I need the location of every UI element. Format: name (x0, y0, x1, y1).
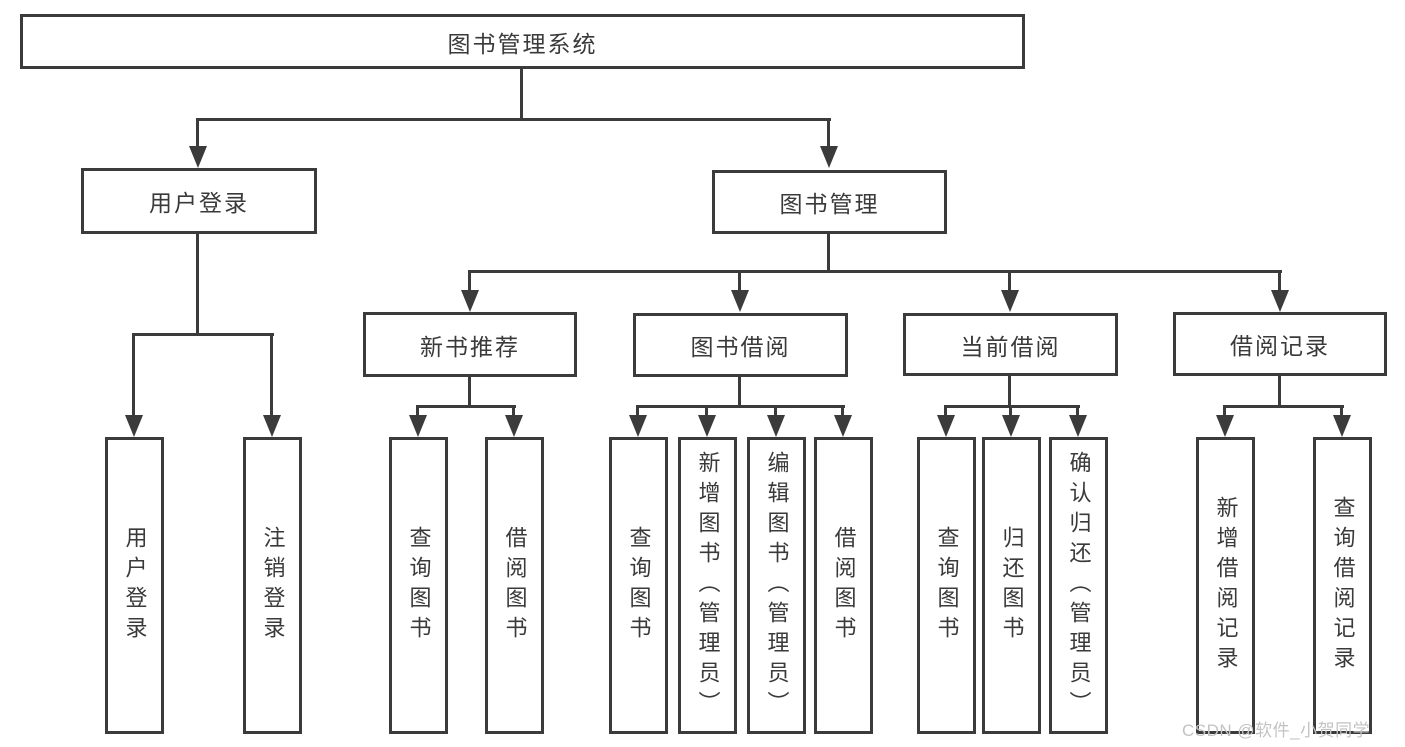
arrow-down-icon (461, 290, 479, 312)
leaf-label: 查询图书 (626, 525, 652, 646)
leaf-label: 新增图书（管理员） (695, 450, 721, 721)
leaf-bb-edit-book-admin: 编辑图书（管理员） (747, 437, 806, 734)
leaf-label: 查询借阅记录 (1330, 495, 1356, 676)
arrow-down-icon (1002, 415, 1020, 437)
leaf-br-query-record: 查询借阅记录 (1313, 437, 1372, 734)
leaf-label: 查询图书 (406, 525, 432, 646)
connector-drop-new-book-recommend (468, 270, 471, 294)
csdn-watermark: CSDN @软件_小贺同学 (1182, 721, 1371, 740)
arrow-down-icon (189, 146, 207, 168)
node-user-login: 用户登录 (81, 168, 317, 234)
connector-br-vertical (1278, 373, 1281, 408)
connector-drop-current-borrow (1008, 270, 1011, 294)
connector-book-management-vertical (827, 232, 830, 273)
leaf-cb-return-book: 归还图书 (982, 437, 1041, 734)
leaf-nbr-borrow-book: 借阅图书 (485, 437, 544, 734)
leaf-bb-add-book-admin: 新增图书（管理员） (678, 437, 737, 734)
leaf-nbr-query-book: 查询图书 (389, 437, 448, 734)
arrow-down-icon (834, 415, 852, 437)
node-label: 借阅记录 (1230, 333, 1330, 359)
node-label: 图书管理系统 (447, 30, 598, 57)
node-label: 图书借阅 (690, 334, 791, 360)
arrow-down-icon (767, 415, 785, 437)
leaf-label: 用户登录 (122, 525, 148, 646)
connector-user-login-splitter (132, 333, 274, 336)
leaf-label: 新增借阅记录 (1213, 495, 1239, 676)
leaf-bb-query-book: 查询图书 (609, 437, 668, 734)
connector-user-login-vertical (196, 232, 199, 336)
connector-drop (774, 405, 777, 419)
connector-drop-book-management (827, 118, 830, 150)
node-current-borrow: 当前借阅 (903, 313, 1118, 376)
arrow-down-icon (505, 415, 523, 437)
connector-drop (636, 405, 639, 419)
leaf-bb-borrow-book: 借阅图书 (814, 437, 873, 734)
arrow-down-icon (409, 415, 427, 437)
leaf-label: 归还图书 (999, 525, 1025, 646)
arrow-down-icon (820, 146, 838, 168)
leaf-cb-query-book: 查询图书 (917, 437, 976, 734)
arrow-down-icon (1333, 415, 1351, 437)
connector-drop (512, 405, 515, 419)
arrow-down-icon (629, 415, 647, 437)
leaf-label: 查询图书 (934, 525, 960, 646)
leaf-label: 借阅图书 (831, 525, 857, 646)
connector-drop (1340, 405, 1343, 419)
arrow-down-icon (731, 290, 749, 312)
arrow-down-icon (1001, 290, 1019, 312)
leaf-cb-confirm-return-admin: 确认归还（管理员） (1049, 437, 1108, 734)
arrow-down-icon (1069, 415, 1087, 437)
node-book-management: 图书管理 (712, 170, 947, 234)
arrow-down-icon (263, 415, 281, 437)
connector-drop-user-login (196, 118, 199, 150)
node-library-management-system: 图书管理系统 (20, 14, 1025, 69)
connector-root-vertical (520, 66, 523, 121)
leaf-label: 借阅图书 (502, 525, 528, 646)
connector-drop (1223, 405, 1226, 419)
connector-drop-leaf-logout (270, 333, 273, 417)
arrow-down-icon (698, 415, 716, 437)
arrow-down-icon (125, 415, 143, 437)
connector-nbr-splitter (416, 405, 516, 408)
node-book-borrow: 图书借阅 (633, 313, 848, 377)
connector-drop-leaf-user-login (132, 333, 135, 417)
node-label: 新书推荐 (420, 333, 520, 360)
leaf-logout-login: 注销登录 (243, 437, 302, 734)
connector-drop (705, 405, 708, 419)
connector-cb-vertical (1008, 375, 1011, 408)
connector-drop-borrow-records (1278, 270, 1281, 294)
arrow-down-icon (1216, 415, 1234, 437)
node-new-book-recommend: 新书推荐 (363, 312, 577, 377)
leaf-label: 确认归还（管理员） (1066, 450, 1092, 721)
connector-bb-vertical (738, 375, 741, 408)
connector-drop (416, 405, 419, 419)
connector-bb-splitter (636, 405, 845, 408)
connector-cb-splitter (944, 405, 1080, 408)
connector-drop (841, 405, 844, 419)
node-label: 图书管理 (779, 191, 880, 217)
leaf-label: 编辑图书（管理员） (764, 450, 790, 721)
connector-nbr-vertical (468, 375, 471, 408)
node-label: 用户登录 (149, 190, 249, 216)
connector-drop (944, 405, 947, 419)
connector-br-splitter (1223, 405, 1344, 408)
arrow-down-icon (1271, 290, 1289, 312)
leaf-user-login: 用户登录 (105, 437, 164, 734)
leaf-label: 注销登录 (260, 525, 286, 646)
connector-level2-splitter (196, 118, 831, 121)
connector-level3-splitter (468, 270, 1282, 273)
connector-drop (1076, 405, 1079, 419)
connector-drop-book-borrow (738, 270, 741, 294)
connector-drop (1009, 405, 1012, 419)
leaf-br-add-record: 新增借阅记录 (1196, 437, 1255, 734)
node-label: 当前借阅 (960, 333, 1061, 360)
arrow-down-icon (937, 415, 955, 437)
node-borrow-records: 借阅记录 (1173, 312, 1387, 376)
